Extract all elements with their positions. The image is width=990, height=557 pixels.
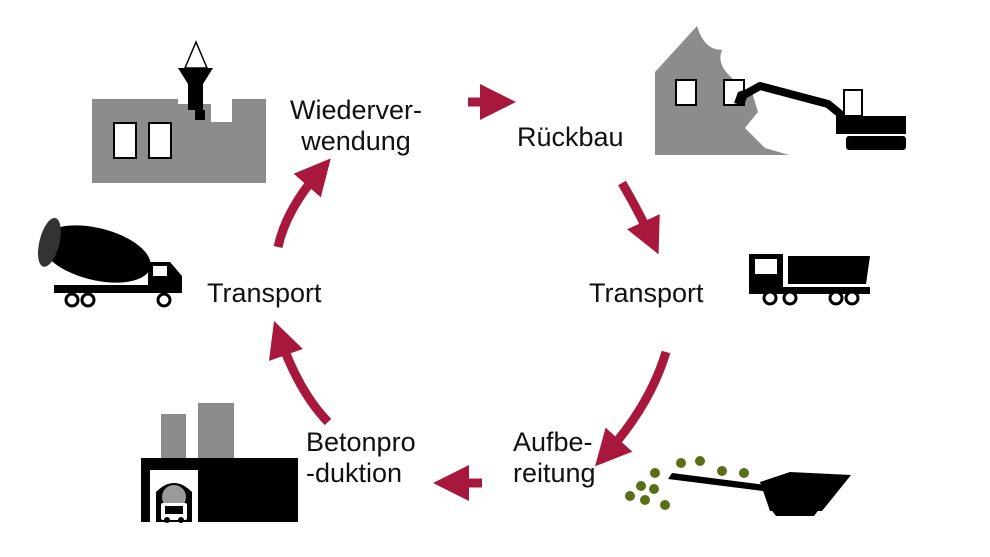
- label-transport-right: Transport: [589, 278, 704, 308]
- arrow-transport-to-reuse: [273, 158, 331, 249]
- dump-truck-icon: [749, 254, 870, 306]
- reused-building-icon: [92, 40, 266, 183]
- concrete-plant-icon: [141, 403, 298, 523]
- label-demolition: Rückbau: [517, 122, 624, 152]
- label-production: Betonpro -duktion: [306, 427, 416, 488]
- arrow-demolition-to-transport: [618, 180, 660, 255]
- cycle-arrows: [268, 84, 671, 501]
- arrow-production-to-transport: [268, 321, 332, 426]
- aggregate-particles: [625, 456, 749, 510]
- mixer-truck-icon: [37, 218, 182, 308]
- excavator-icon: [734, 82, 906, 150]
- label-processing: Aufbe- reitung: [513, 427, 596, 488]
- label-transport-left: Transport: [207, 278, 322, 308]
- label-reuse: Wiederver- wendung: [290, 95, 423, 156]
- crusher-icon: [625, 456, 851, 516]
- arrow-transport-to-processing: [594, 350, 671, 467]
